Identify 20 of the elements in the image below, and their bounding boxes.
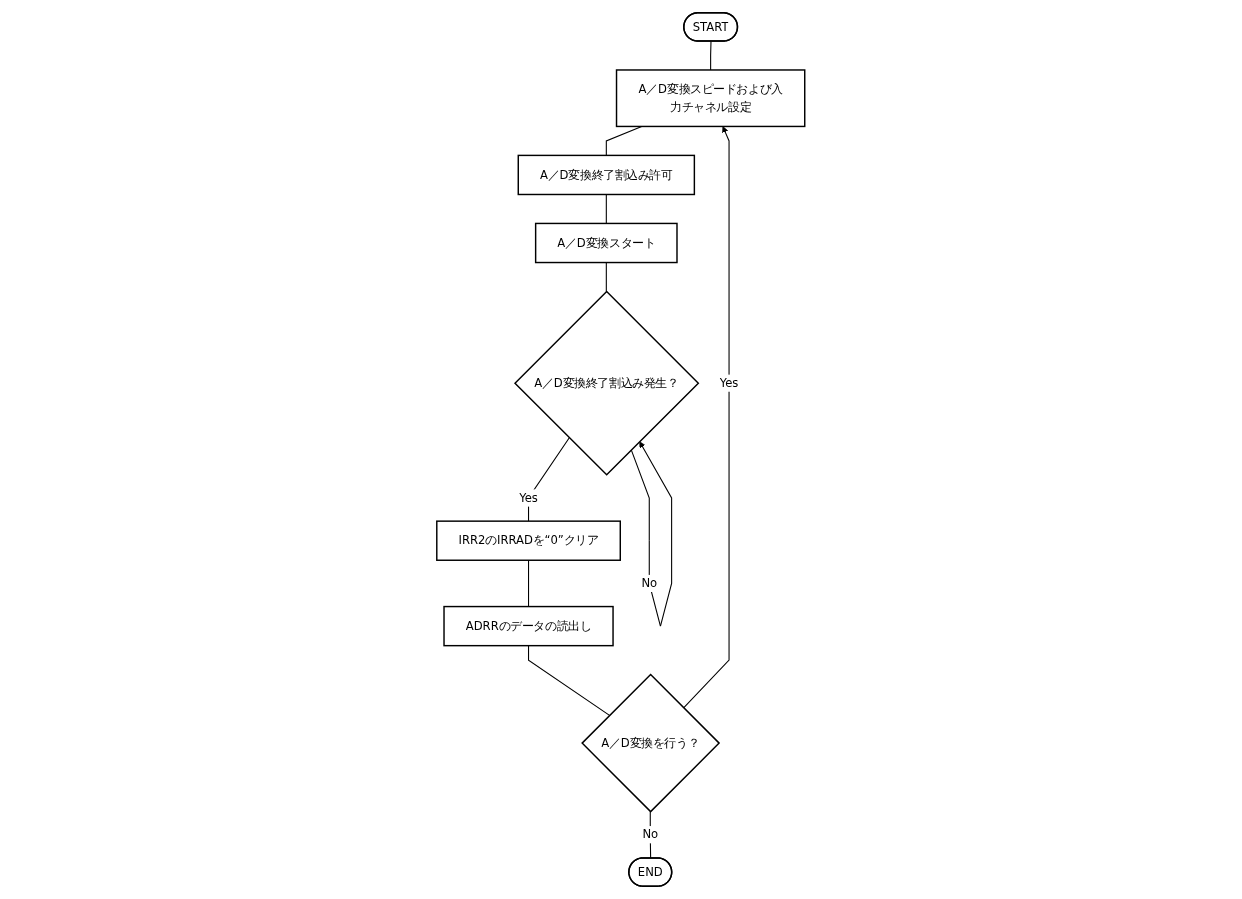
connector [710,40,712,71]
node-diamond: A／D変換を行う？ [581,673,721,813]
node-box: A／D変換スピードおよび入力チャネル設定 [616,69,806,128]
edge-label: Yes [719,375,739,390]
edge-label: No [641,576,658,590]
node-box: ADRRのデータの読出し [443,605,614,647]
node-box: A／D変換終了割込み許可 [517,154,696,196]
connector [606,125,643,156]
node-diamond: A／D変換終了割込み発生？ [514,290,700,476]
node-box: IRR2のIRRADを“0”クリア [436,520,622,561]
arrow [683,126,730,709]
connector [606,193,608,224]
connector [528,437,571,522]
arrow [630,441,673,627]
node-box: A／D変換スタート [535,222,678,264]
edge-label: No [642,827,659,842]
connector [606,262,608,293]
connector [528,645,611,716]
edge-label: Yes [519,490,539,505]
connector [528,559,530,608]
